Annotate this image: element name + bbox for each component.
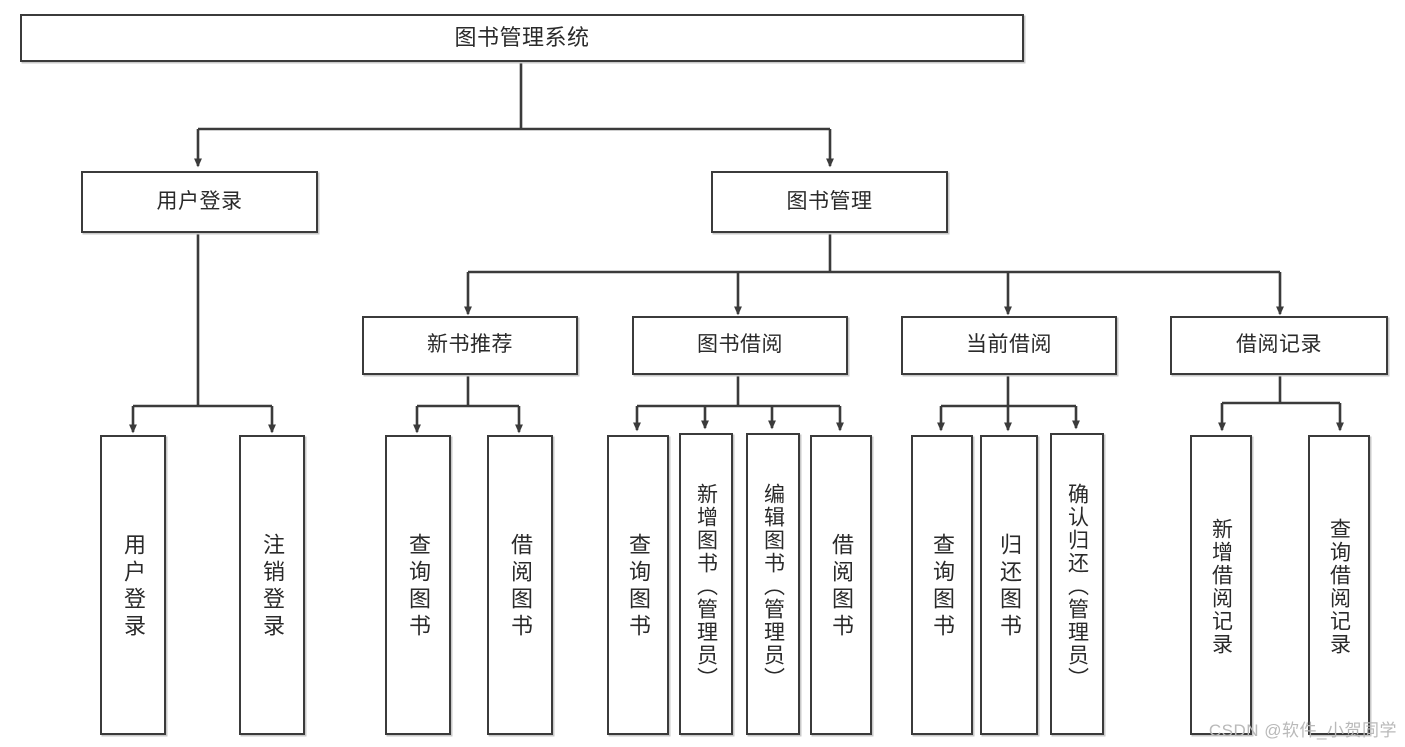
node-leaf-confirm-return-label: 确认归还（管理员）	[1065, 482, 1089, 690]
node-leaf-query-book-1[interactable]: 查询图书	[385, 435, 451, 735]
node-leaf-user-login[interactable]: 用户登录	[100, 435, 166, 735]
watermark-text: CSDN @软件_小贺同学	[1208, 721, 1397, 740]
node-leaf-add-record-label: 新增借阅记录	[1209, 518, 1233, 656]
node-leaf-query-book-2-label: 查询图书	[626, 533, 651, 641]
node-leaf-add-book[interactable]: 新增图书（管理员）	[679, 433, 733, 735]
node-leaf-query-record-label: 查询借阅记录	[1327, 518, 1351, 656]
node-leaf-borrow-book-2-label: 借阅图书	[829, 533, 854, 641]
node-leaf-borrow-book-1-label: 借阅图书	[508, 533, 533, 641]
node-leaf-query-book-3-label: 查询图书	[930, 533, 955, 641]
node-leaf-return-book[interactable]: 归还图书	[980, 435, 1038, 735]
node-leaf-borrow-book-1[interactable]: 借阅图书	[487, 435, 553, 735]
node-current-borrowing[interactable]: 当前借阅	[901, 316, 1117, 375]
node-leaf-query-book-1-label: 查询图书	[406, 533, 431, 641]
node-leaf-add-book-label: 新增图书（管理员）	[694, 482, 718, 690]
node-leaf-query-book-2[interactable]: 查询图书	[607, 435, 669, 735]
node-new-book-recommendation-label: 新书推荐	[427, 333, 513, 357]
node-leaf-logout-label: 注销登录	[260, 533, 285, 641]
node-leaf-borrow-book-2[interactable]: 借阅图书	[810, 435, 872, 735]
node-root[interactable]: 图书管理系统	[20, 14, 1024, 62]
node-leaf-edit-book-label: 编辑图书（管理员）	[761, 482, 785, 690]
node-user-login-label: 用户登录	[156, 189, 243, 213]
node-leaf-query-book-3[interactable]: 查询图书	[911, 435, 973, 735]
node-new-book-recommendation[interactable]: 新书推荐	[362, 316, 578, 375]
node-current-borrowing-label: 当前借阅	[966, 333, 1052, 357]
node-leaf-logout[interactable]: 注销登录	[239, 435, 305, 735]
node-book-management[interactable]: 图书管理	[711, 171, 948, 233]
node-leaf-user-login-label: 用户登录	[121, 533, 146, 641]
node-leaf-confirm-return[interactable]: 确认归还（管理员）	[1050, 433, 1104, 735]
node-leaf-add-record[interactable]: 新增借阅记录	[1190, 435, 1252, 735]
node-root-label: 图书管理系统	[454, 25, 590, 51]
node-book-management-label: 图书管理	[786, 189, 873, 213]
node-leaf-query-record[interactable]: 查询借阅记录	[1308, 435, 1370, 735]
node-leaf-return-book-label: 归还图书	[997, 533, 1022, 641]
node-book-borrowing[interactable]: 图书借阅	[632, 316, 848, 375]
node-borrowing-record[interactable]: 借阅记录	[1170, 316, 1388, 375]
node-user-login[interactable]: 用户登录	[81, 171, 318, 233]
node-book-borrowing-label: 图书借阅	[697, 333, 783, 357]
node-borrowing-record-label: 借阅记录	[1236, 333, 1322, 357]
node-leaf-edit-book[interactable]: 编辑图书（管理员）	[746, 433, 800, 735]
